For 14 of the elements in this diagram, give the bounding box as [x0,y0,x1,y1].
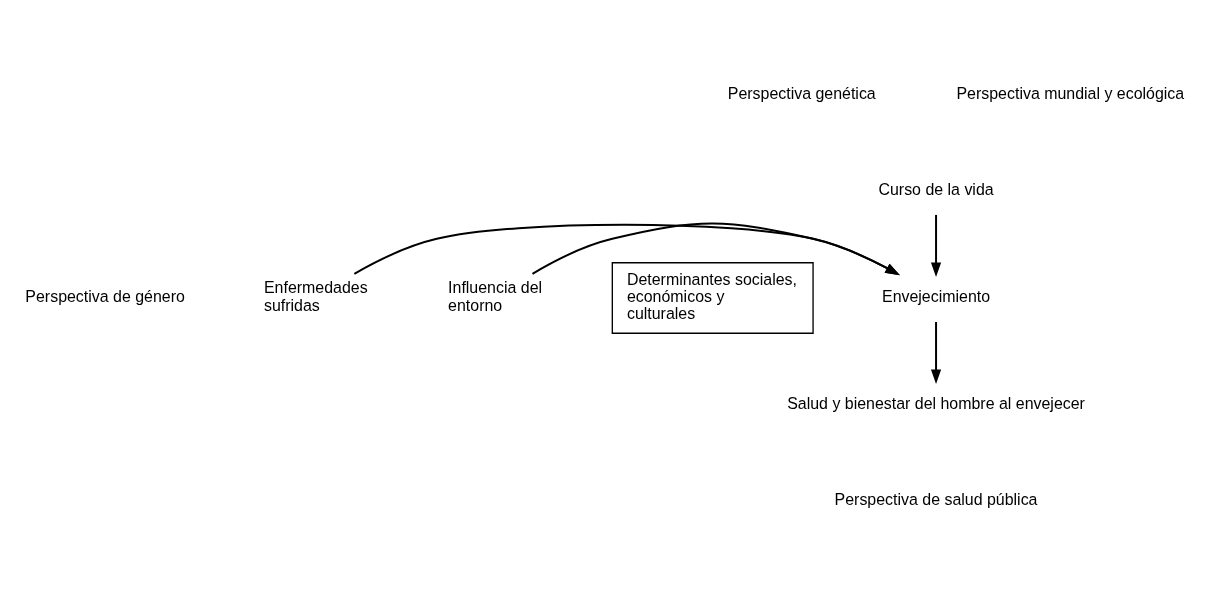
node-text: Envejecimiento [882,288,991,306]
arrow [531,222,900,276]
label: Perspectiva de salud pública [834,490,1038,508]
label: Perspectiva genética [727,85,876,103]
node-text: Enfermedades sufridas [263,279,368,314]
arrow [353,223,900,276]
node-box: Determinantes sociales, económicos y culturales [611,262,814,334]
arrow [930,320,942,385]
label: Perspectiva de género [25,288,185,306]
label: Perspectiva mundial y ecológica [956,85,1185,103]
node-text: Curso de la vida [878,181,994,199]
node-text: Salud y bienestar del hombre al envejecer [787,395,1085,413]
node-text: Influencia del entorno [448,279,543,314]
arrow [930,213,942,278]
